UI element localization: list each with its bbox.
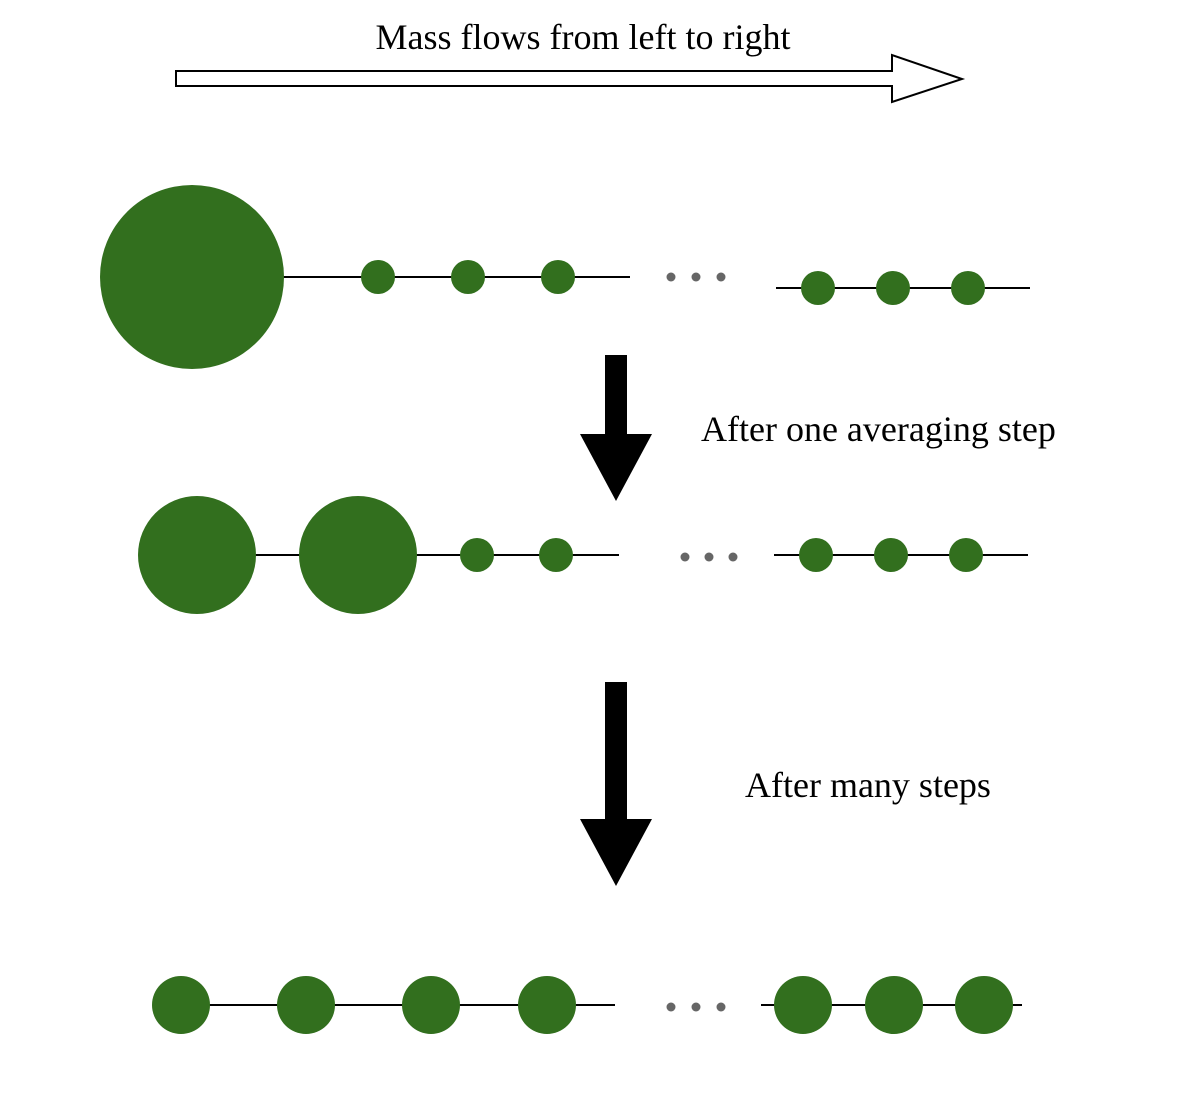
ellipsis-dots xyxy=(666,272,726,282)
node-equal xyxy=(402,976,460,1034)
node-small xyxy=(460,538,494,572)
node-large xyxy=(100,185,284,369)
diagram-title: Mass flows from left to right xyxy=(376,17,791,57)
node-small xyxy=(451,260,485,294)
down-arrow-many-steps xyxy=(580,682,652,886)
chain-after-one-step xyxy=(138,496,1028,614)
node-small xyxy=(541,260,575,294)
node-small xyxy=(361,260,395,294)
node-small xyxy=(874,538,908,572)
node-small xyxy=(949,538,983,572)
node-equal xyxy=(865,976,923,1034)
node-small xyxy=(951,271,985,305)
node-equal xyxy=(277,976,335,1034)
node-equal xyxy=(955,976,1013,1034)
node-small xyxy=(801,271,835,305)
ellipsis-dots xyxy=(666,1002,726,1012)
node-small xyxy=(799,538,833,572)
label-many-steps: After many steps xyxy=(745,765,991,805)
node-equal xyxy=(774,976,832,1034)
node-small xyxy=(876,271,910,305)
down-arrow-one-step xyxy=(580,355,652,501)
node-small xyxy=(539,538,573,572)
ellipsis-dots xyxy=(680,552,738,562)
chain-initial xyxy=(100,185,1030,369)
node-large xyxy=(299,496,417,614)
node-large xyxy=(138,496,256,614)
chain-after-many-steps xyxy=(152,976,1022,1034)
node-equal xyxy=(152,976,210,1034)
node-equal xyxy=(518,976,576,1034)
flow-direction-arrow xyxy=(175,53,966,104)
label-one-step: After one averaging step xyxy=(701,409,1056,449)
